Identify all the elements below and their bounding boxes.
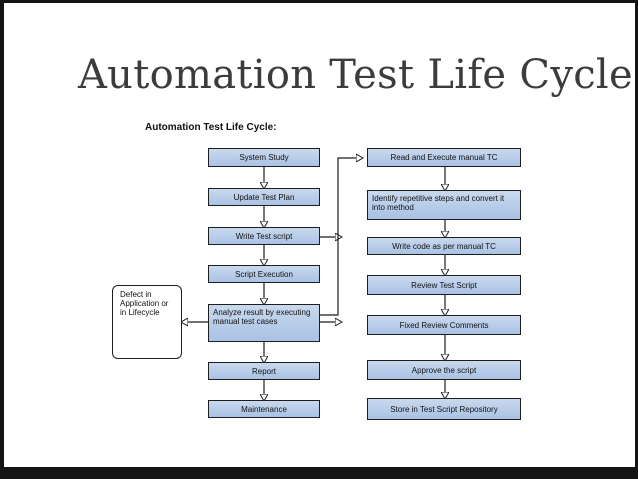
step-script-execution: Script Execution [208, 265, 320, 283]
step-system-study: System Study [208, 148, 320, 167]
slide-frame-top [0, 0, 638, 3]
step-analyze-result: Analyze result by executing manual test … [208, 304, 320, 342]
step-maintenance: Maintenance [208, 400, 320, 418]
arrow-loop-to-read [320, 158, 362, 316]
step-report: Report [208, 362, 320, 380]
step-read-execute-manual-tc: Read and Execute manual TC [367, 148, 521, 167]
step-write-test-script: Write Test script [208, 227, 320, 245]
slide-frame-bottom [0, 467, 638, 479]
step-write-code: Write code as per manual TC [367, 237, 521, 255]
step-identify-repetitive-steps: Identify repetitive steps and convert it… [367, 190, 521, 220]
step-fixed-review-comments: Fixed Review Comments [367, 315, 521, 335]
slide-frame-right [635, 0, 638, 479]
slide-frame-left [0, 0, 4, 479]
step-review-test-script: Review Test Script [367, 275, 521, 295]
step-store-in-repository: Store in Test Script Repository [367, 398, 521, 420]
diagram-heading: Automation Test Life Cycle: [145, 122, 277, 133]
step-update-test-plan: Update Test Plan [208, 188, 320, 206]
slide-title: Automation Test Life Cycle [78, 52, 633, 98]
step-approve-script: Approve the script [367, 360, 521, 380]
defect-box: Defect in Application or in Lifecycle [112, 285, 182, 359]
